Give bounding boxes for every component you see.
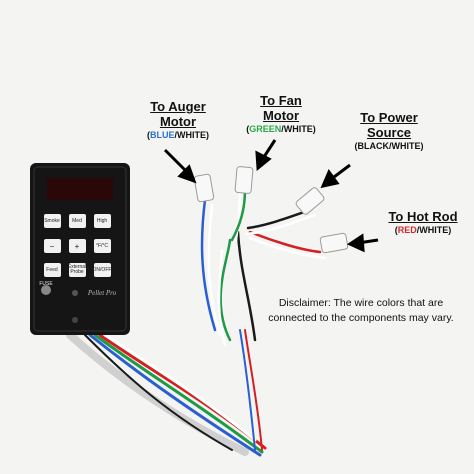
button-feed: Feed	[46, 267, 58, 273]
button-minus: −	[49, 242, 55, 251]
label-hotrod-line1: To Hot Rod	[388, 209, 458, 224]
label-auger-line2: Motor	[159, 114, 197, 129]
label-power-line2: Source	[366, 125, 412, 140]
label-fan-line1: To Fan	[260, 93, 302, 108]
label-power-line1: To Power	[360, 110, 418, 125]
arrows	[163, 139, 379, 253]
label-auger-colors: (BLUE/WHITE)	[146, 130, 209, 140]
brand-logo: Pellet Pro	[87, 289, 117, 297]
button-plus: +	[74, 242, 80, 251]
button-on-off: ON/OFF	[92, 267, 112, 273]
button-external-probe: External Probe	[67, 264, 87, 275]
disclaimer-text: Disclaimer: The wire colors that are con…	[268, 297, 454, 324]
label-hotrod-colors: (RED/WHITE)	[394, 225, 452, 235]
label-fan-motor: To Fan Motor (GREEN/WHITE)	[238, 93, 324, 135]
button-high: High	[96, 218, 108, 224]
label-power-source: To Power Source (BLACK/WHITE)	[344, 110, 434, 152]
label-hot-rod: To Hot Rod (RED/WHITE)	[378, 209, 468, 236]
label-auger-motor: To Auger Motor (BLUE/WHITE)	[140, 99, 216, 141]
label-fan-line2: Motor	[262, 108, 300, 123]
label-fan-colors: (GREEN/WHITE)	[246, 124, 316, 134]
label-power-colors: (BLACK/WHITE)	[354, 141, 424, 151]
button-smoke: Smoke	[44, 218, 60, 224]
controller	[30, 163, 130, 335]
connectors	[193, 166, 349, 254]
button-temp-unit: °F/°C	[95, 243, 109, 249]
label-auger-line1: To Auger	[150, 99, 206, 114]
button-med: Med	[72, 218, 82, 224]
fuse-label: FUSE	[39, 281, 53, 287]
